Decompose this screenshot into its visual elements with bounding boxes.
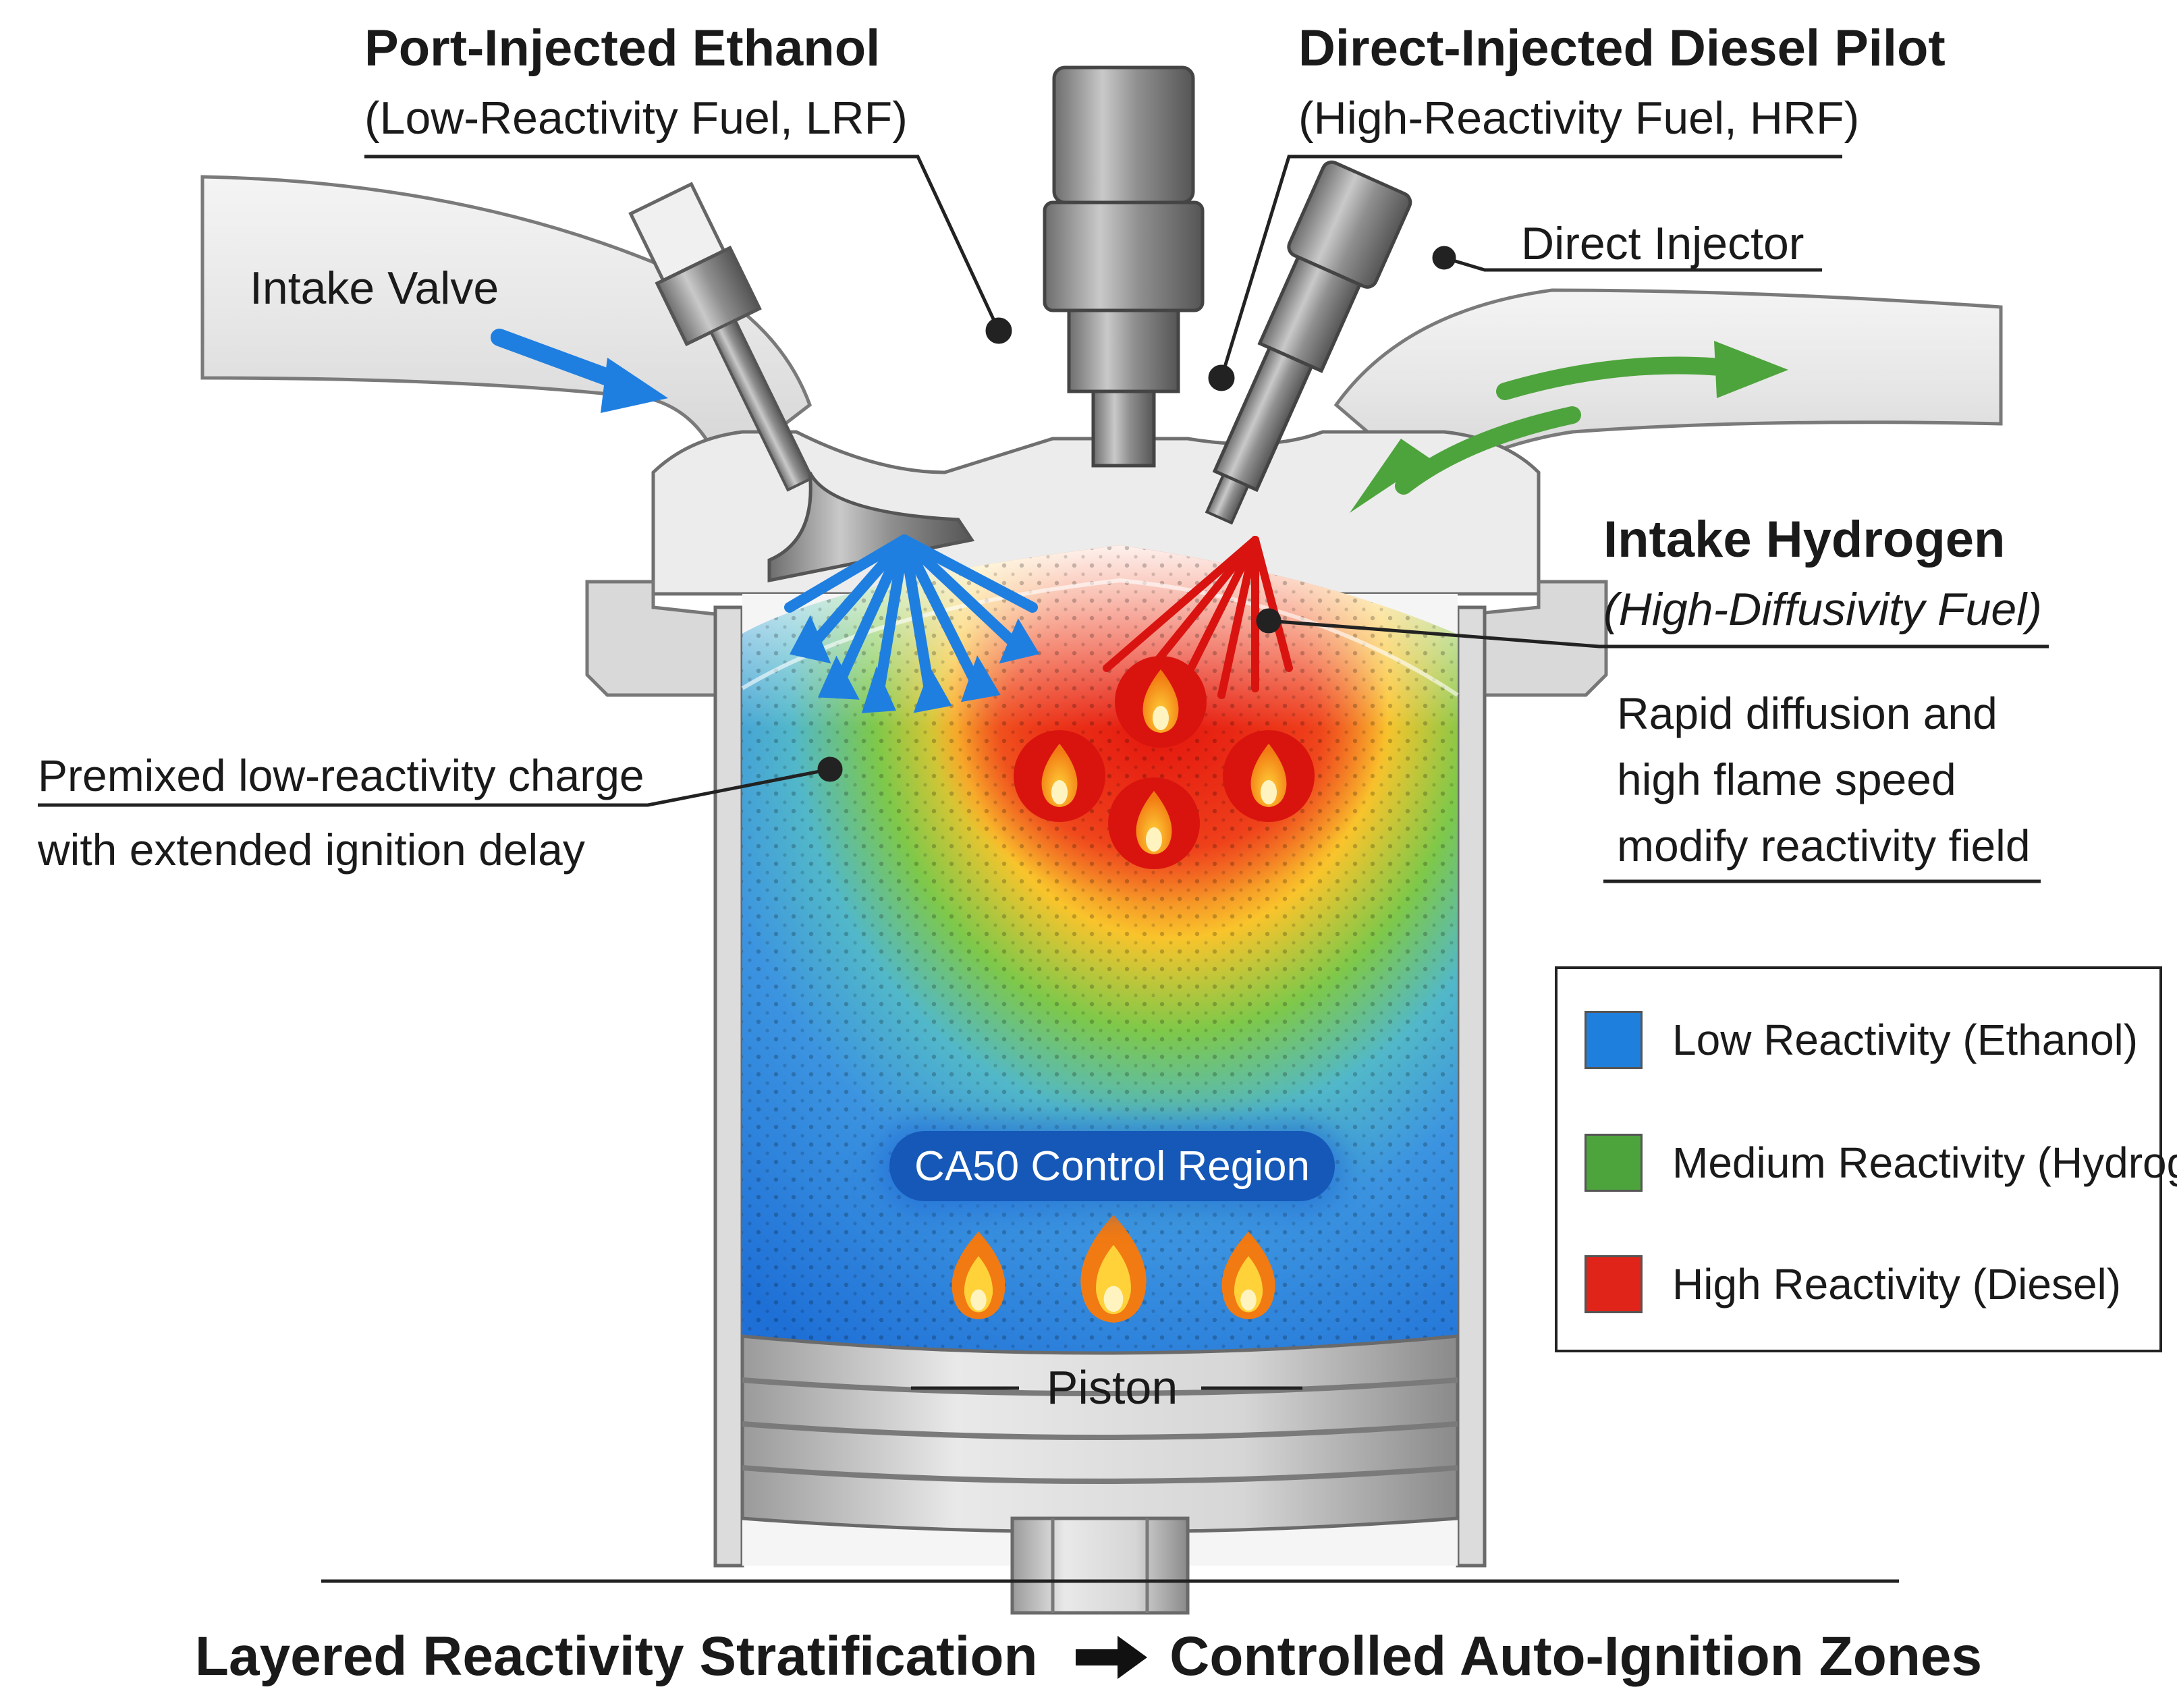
legend-swatch-low: [1584, 1011, 1643, 1069]
intake-valve-label: Intake Valve: [250, 263, 499, 314]
center-injector: [1043, 65, 1205, 468]
lower-flames: [952, 1215, 1275, 1323]
legend-item-low: Low Reactivity (Ethanol): [1584, 1011, 2138, 1069]
legend-swatch-high: [1584, 1255, 1643, 1313]
legend-label-medium: Medium Reactivity (Hydrogen): [1672, 1138, 2177, 1187]
hydrogen-description-line-2: high flame speed: [1617, 754, 1956, 804]
bottom-arrow-icon: [1076, 1636, 1147, 1679]
intake-hydrogen-subtitle: (High-Diffusivity Fuel): [1603, 584, 2042, 635]
flame-icon: [1115, 656, 1207, 748]
flame-icon: [1221, 1232, 1275, 1319]
cylinder-wall-left: [713, 605, 744, 1568]
premixed-charge-line-2: with extended ignition delay: [38, 825, 585, 875]
flame-icon: [1014, 730, 1105, 822]
legend-item-medium: Medium Reactivity (Hydrogen): [1584, 1134, 2177, 1192]
piston-label: Piston: [1046, 1361, 1178, 1414]
bottom-caption: Layered Reactivity Stratification Contro…: [0, 1625, 2177, 1688]
head-flange-right: [1469, 580, 1608, 697]
intake-hydrogen-title: Intake Hydrogen: [1603, 511, 2006, 568]
direct-injector: [1205, 160, 1412, 525]
flame-icon: [952, 1232, 1005, 1319]
ethanol-spray: [784, 534, 1040, 713]
hydrogen-description-line-3: modify reactivity field: [1617, 821, 2031, 871]
direct-injected-diesel-subtitle: (High-Reactivity Fuel, HRF): [1298, 92, 1860, 144]
charge-dome-edge: [741, 578, 1459, 697]
ca50-control-region-badge: CA50 Control Region: [889, 1131, 1335, 1201]
port-injected-ethanol-title: Port-Injected Ethanol: [364, 20, 881, 77]
flame-icon: [1108, 777, 1200, 869]
bottom-caption-right: Controlled Auto-Ignition Zones: [1169, 1626, 1983, 1687]
flame-icon: [1080, 1215, 1147, 1323]
intake-flow-arrow-icon: [491, 329, 668, 413]
bottom-caption-left: Layered Reactivity Stratification: [194, 1626, 1038, 1687]
legend-label-high: High Reactivity (Diesel): [1672, 1260, 2122, 1308]
reactivity-legend: Low Reactivity (Ethanol) Medium Reactivi…: [1555, 966, 2177, 1352]
port-injected-ethanol-subtitle: (Low-Reactivity Fuel, LRF): [364, 92, 908, 144]
cylinder-wall-right: [1456, 605, 1487, 1568]
hydrogen-description-line-1: Rapid diffusion and: [1617, 688, 1997, 738]
premixed-charge-line-1: Premixed low-reactivity charge: [38, 750, 644, 800]
intake-valve: [628, 182, 975, 583]
piston: [740, 1334, 1460, 1615]
legend-item-high: High Reactivity (Diesel): [1584, 1255, 2121, 1313]
legend-swatch-medium: [1584, 1134, 1643, 1192]
direct-injector-label: Direct Injector: [1521, 218, 1804, 269]
leader-lines: [38, 155, 2049, 1583]
flame-icon: [1223, 730, 1315, 822]
upper-flames: [1014, 656, 1315, 869]
legend-label-low: Low Reactivity (Ethanol): [1672, 1016, 2139, 1064]
direct-injected-diesel-title: Direct-Injected Diesel Pilot: [1298, 20, 1946, 77]
head-flange-left: [585, 580, 717, 697]
exhaust-flow-arrow-icon: [1350, 341, 1788, 513]
